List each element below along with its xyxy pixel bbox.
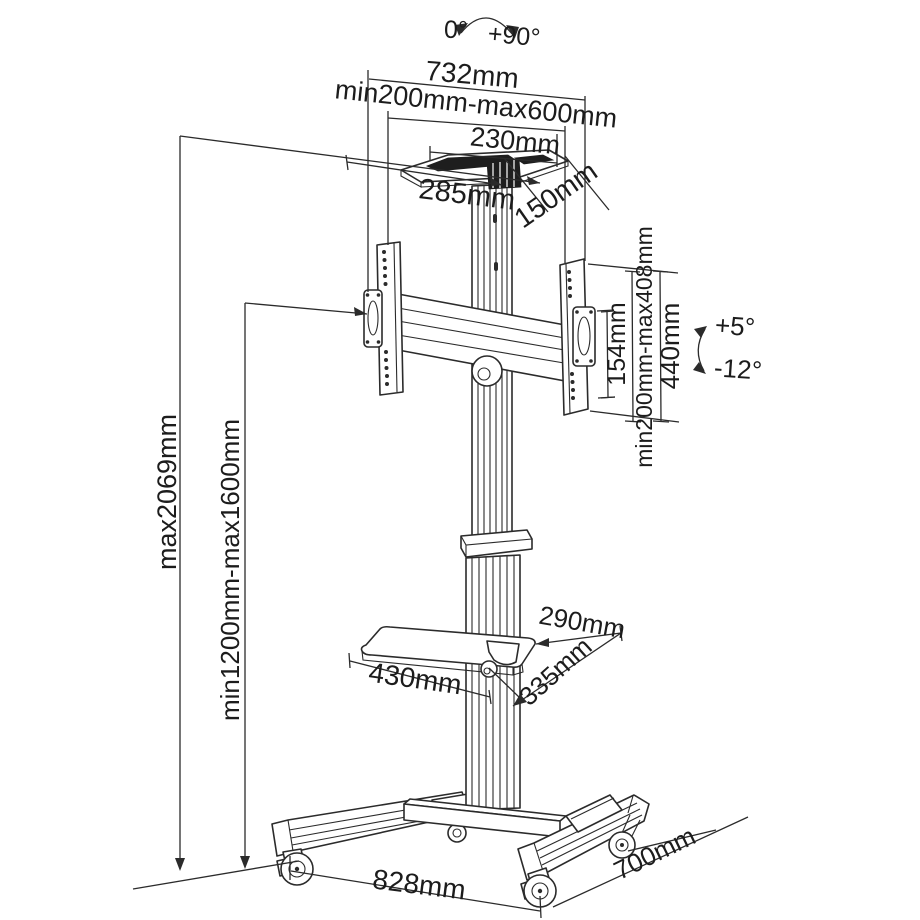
- left-rail-holes: [382, 250, 389, 386]
- dim-line-700: [552, 816, 749, 908]
- right-rail-holes: [567, 270, 575, 400]
- ground-reference-line: [132, 860, 300, 890]
- dim-line-vesa-width: [387, 117, 566, 132]
- front-left-caster: [276, 848, 314, 886]
- rotation-end-label: +90°: [487, 20, 542, 52]
- dim-line-150: [503, 155, 610, 213]
- base-right-leg: [517, 794, 650, 881]
- column: [460, 183, 533, 811]
- rotation-arrow-icon: [455, 17, 519, 38]
- column-hole: [494, 262, 498, 271]
- ext-line-shelf-corner: [488, 667, 522, 700]
- top-mount-plate: [400, 149, 569, 190]
- rotation-start-label: 0°: [444, 16, 469, 45]
- dim-line-732: [368, 78, 586, 101]
- dim-line-335: [512, 632, 622, 707]
- column-hole: [493, 214, 497, 223]
- dim-label-column-height: min1200mm-max1600mm: [215, 419, 245, 721]
- tilt-knob: [471, 355, 503, 387]
- dim-label-828mm: 828mm: [371, 863, 467, 905]
- dim-label-430mm: 430mm: [367, 657, 464, 701]
- shelf-mount: [486, 640, 520, 666]
- dim-line-430: [348, 652, 492, 705]
- right-bracket-cap: [572, 306, 596, 367]
- ext-line-top-plate: [179, 135, 541, 184]
- tilt-up-label: +5°: [714, 310, 756, 343]
- vesa-bracket: [363, 241, 596, 416]
- tilt-down-label: -12°: [713, 352, 763, 385]
- dim-line-154: [600, 310, 616, 399]
- dim-line-828: [289, 856, 542, 919]
- right-leg-sleeve: [565, 794, 623, 833]
- dim-label-max-height: max2069mm: [152, 414, 182, 570]
- column-collar: [460, 529, 533, 558]
- tilt-arrow-icon: [693, 326, 707, 374]
- dim-label-440mm: 440mm: [655, 303, 685, 390]
- plate-slot: [513, 154, 555, 165]
- dim-line-440: [652, 270, 670, 423]
- dim-label-vesa-height: min200mm-max408mm: [631, 226, 657, 468]
- left-bracket-cap: [363, 289, 383, 348]
- ext-line-bracket-pivot: [244, 302, 368, 315]
- dim-line-230: [429, 134, 558, 167]
- front-right-caster: [520, 867, 557, 908]
- dimension-labels: 0° +90° 732mm min200mm-max600mm 230mm 28…: [152, 16, 763, 906]
- shelf: [360, 625, 536, 678]
- dim-line-vesa-height: [624, 270, 642, 423]
- dimension-lines: [132, 17, 749, 919]
- dim-label-154mm: 154mm: [603, 302, 631, 385]
